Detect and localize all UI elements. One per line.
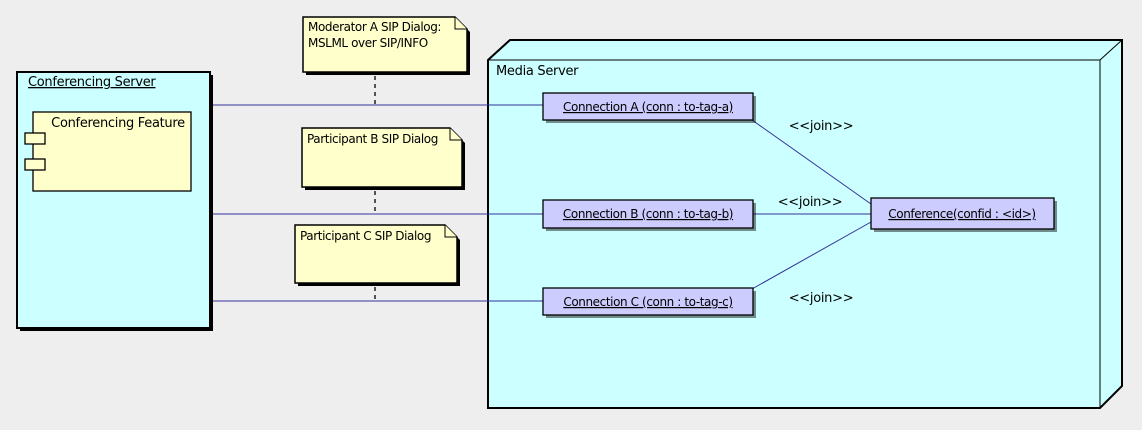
join-stereotype-label-b: <<join>>: [778, 195, 843, 210]
note-text-line: Moderator A SIP Dialog:: [308, 20, 441, 34]
join-stereotype-label-c: <<join>>: [789, 291, 854, 306]
note-participant-c[interactable]: Participant C SIP Dialog: [294, 224, 460, 286]
note-fold-icon: [449, 128, 462, 141]
conference-label: Conference(confid : <id>): [888, 207, 1035, 221]
note-moderator-a[interactable]: Moderator A SIP Dialog: MSLML over SIP/I…: [302, 16, 470, 75]
note-fold-icon: [444, 225, 457, 238]
component-icon: [24, 132, 46, 145]
connection-a-label: Connection A (conn : to-tag-a): [563, 100, 733, 114]
join-line-a[interactable]: [751, 119, 872, 205]
connection-c-box[interactable]: [542, 287, 754, 316]
join-stereotype-label-a: <<join>>: [789, 119, 854, 134]
media-server-node[interactable]: Media Server: [487, 39, 1123, 409]
conference-box[interactable]: [870, 197, 1055, 230]
conferencing-feature-label: Conferencing Feature: [51, 116, 185, 131]
connection-b-box[interactable]: [542, 199, 754, 229]
join-line-c[interactable]: [751, 221, 872, 290]
conferencing-feature-box[interactable]: [32, 111, 192, 192]
note-body[interactable]: [301, 127, 463, 188]
note-text-line: Participant C SIP Dialog: [300, 229, 431, 243]
connection-b-object[interactable]: Connection B (conn : to-tag-b): [542, 199, 756, 231]
conferencing-server-box[interactable]: [16, 71, 211, 329]
connection-b-label: Connection B (conn : to-tag-b): [563, 207, 733, 221]
media-server-3d-edges: [488, 39, 1123, 408]
note-text-line: Participant B SIP Dialog: [307, 132, 438, 146]
conferencing-server-node[interactable]: Conferencing Server Conferencing Feature: [16, 71, 213, 331]
note-text-line: MSLML over SIP/INFO: [308, 36, 428, 50]
conference-object[interactable]: Conference(confid : <id>): [870, 197, 1057, 232]
note-fold-icon: [454, 17, 467, 30]
connection-a-box[interactable]: [542, 92, 754, 121]
note-participant-b[interactable]: Participant B SIP Dialog: [301, 127, 465, 190]
note-body[interactable]: [302, 16, 468, 73]
conferencing-feature-component[interactable]: Conferencing Feature: [24, 111, 192, 192]
conferencing-server-title: Conferencing Server: [28, 75, 156, 90]
connection-c-object[interactable]: Connection C (conn : to-tag-c): [542, 287, 756, 318]
note-body[interactable]: [294, 224, 458, 284]
component-icon: [24, 158, 46, 171]
media-server-outline[interactable]: [487, 39, 1123, 409]
media-server-title: Media Server: [496, 64, 579, 79]
connection-a-object[interactable]: Connection A (conn : to-tag-a): [542, 92, 756, 123]
connection-c-label: Connection C (conn : to-tag-c): [563, 295, 732, 309]
